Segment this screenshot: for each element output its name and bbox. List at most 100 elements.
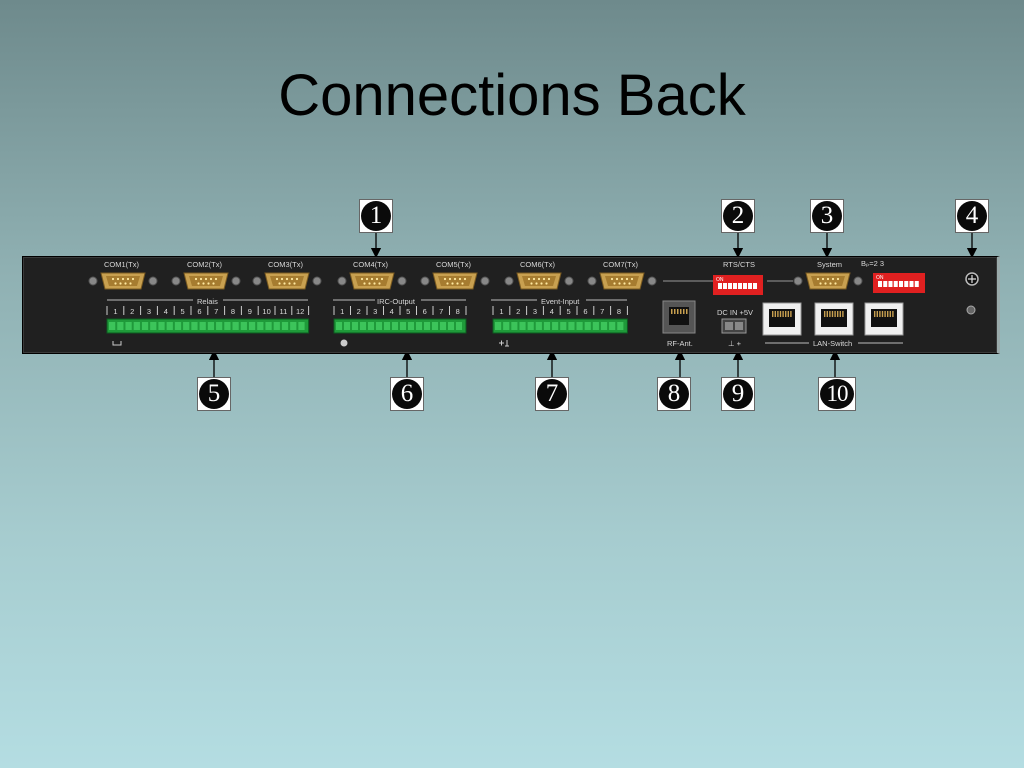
pin [116, 277, 120, 281]
pin [197, 282, 200, 285]
pin [114, 282, 117, 285]
com5-connector [420, 272, 490, 290]
terminal-slot [600, 322, 608, 330]
terminal-number: 7 [600, 307, 604, 316]
terminal-number: 9 [248, 307, 252, 316]
com6-label: COM6(Tx) [520, 260, 555, 269]
callout-3: 3 [810, 199, 844, 233]
terminal-slot [191, 322, 198, 330]
terminal-slot [543, 322, 551, 330]
rj45-pin [824, 311, 826, 317]
screw [397, 276, 407, 286]
pin [542, 277, 546, 281]
terminal-slot [424, 322, 430, 330]
ir-symbol [340, 339, 348, 347]
terminal-slot [376, 322, 382, 330]
pin [446, 282, 449, 285]
terminal-number: 5 [181, 307, 185, 316]
screw [171, 276, 181, 286]
pin [530, 282, 533, 285]
screw [587, 276, 597, 286]
pin [532, 277, 536, 281]
terminal-slot [158, 322, 165, 330]
pin [618, 282, 621, 285]
terminal-number: 1 [340, 307, 344, 316]
rj45-pin [831, 311, 834, 317]
pin [363, 282, 366, 285]
rf-contact [674, 309, 676, 314]
terminal-slot [273, 322, 280, 330]
lan-switch-label: LAN-Switch [813, 339, 853, 348]
terminal-slot [290, 322, 297, 330]
terminal-slot [360, 322, 366, 330]
terminal-number: 7 [214, 307, 218, 316]
terminal-slot [576, 322, 583, 330]
pin [443, 277, 447, 281]
screw [480, 276, 490, 286]
pin [293, 282, 296, 285]
com6-connector [504, 272, 574, 290]
pin [620, 277, 624, 281]
dip-lever [909, 281, 914, 287]
terminal-slot [232, 322, 239, 330]
event-polarity-symbol [499, 340, 509, 347]
terminal-slot [240, 322, 247, 330]
terminal-slot [392, 322, 398, 330]
pin [816, 277, 820, 281]
pin [360, 277, 364, 281]
dip-lever [748, 283, 752, 289]
db9-face [189, 276, 223, 286]
terminal-slot [141, 322, 149, 330]
terminal-slot [456, 322, 462, 330]
com7-label: COM7(Tx) [603, 260, 638, 269]
rj45-pin [889, 311, 891, 317]
terminal-slot [257, 322, 264, 330]
callout-1: 1 [359, 199, 393, 233]
screw [252, 276, 262, 286]
pin [451, 282, 454, 285]
pin [545, 282, 548, 285]
terminal-slot [352, 322, 358, 330]
system-dip-switch: ON [873, 273, 925, 293]
pin [456, 282, 459, 285]
dip-lever [878, 281, 882, 287]
terminal-number: 4 [390, 307, 394, 316]
terminal-slot [408, 322, 414, 330]
terminal-slot [248, 322, 256, 330]
terminal-number: 3 [533, 307, 537, 316]
pin [199, 277, 203, 281]
pin [129, 282, 132, 285]
terminal-slot [384, 322, 390, 330]
pin [290, 277, 294, 281]
terminal-slot [133, 322, 140, 330]
terminal-number: 2 [130, 307, 134, 316]
com1-connector [88, 272, 158, 290]
screw [88, 276, 98, 286]
screw [231, 276, 241, 286]
terminal-slot [183, 322, 190, 330]
pin [214, 277, 218, 281]
rf-contact [683, 309, 685, 314]
pin [202, 282, 205, 285]
callout-7: 7 [535, 377, 569, 411]
db9-face [270, 276, 304, 286]
pin [380, 277, 384, 281]
dip-on-label: ON [876, 275, 884, 281]
pin [278, 282, 281, 285]
callout-4: 4 [955, 199, 989, 233]
terminal-number: 6 [583, 307, 587, 316]
db9-face [355, 276, 389, 286]
pin [829, 282, 832, 285]
terminal-number: 4 [164, 307, 168, 316]
screw [853, 276, 863, 286]
pin [824, 282, 827, 285]
dip-lever [723, 283, 727, 289]
screw [312, 276, 322, 286]
com3-connector [252, 272, 322, 290]
dip-lever [899, 281, 903, 287]
screw [504, 276, 514, 286]
pin [288, 282, 291, 285]
pin [131, 277, 135, 281]
pin [537, 277, 541, 281]
